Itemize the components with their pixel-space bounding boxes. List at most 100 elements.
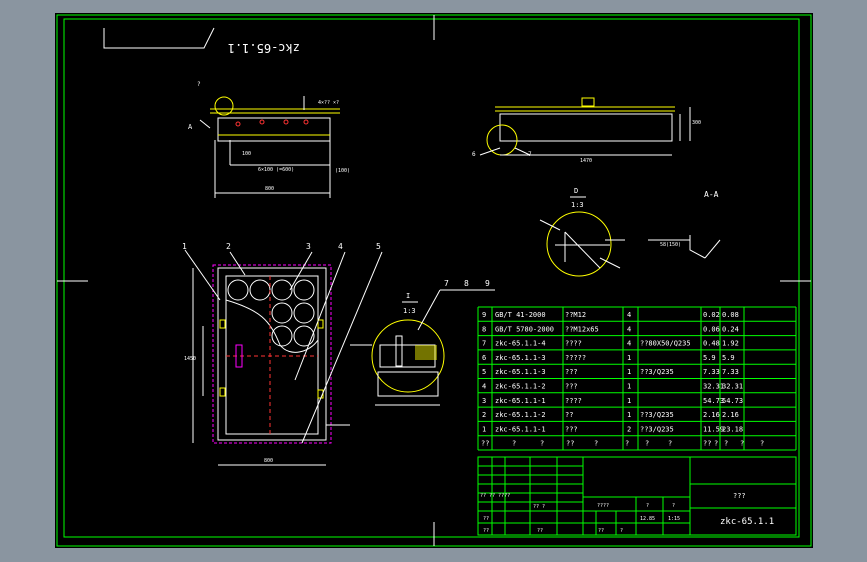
- bom-cell-total: 32.31: [722, 383, 743, 391]
- bom-cell-unit: 32.31: [703, 383, 724, 391]
- dim-label: 300: [692, 120, 701, 126]
- bom-header-cell: ?: [645, 440, 649, 448]
- bom-cell-no: 4: [482, 383, 486, 391]
- title-label: ?? ?? ????: [480, 493, 510, 499]
- bom-cell-qty: 1: [627, 411, 631, 419]
- bom-cell-code: zkc-65.1.1-2: [495, 411, 546, 419]
- detail-scale: 1:3: [403, 307, 416, 315]
- callout: 5: [376, 242, 381, 251]
- bom-cell-unit: 7.33: [703, 368, 720, 376]
- bom-cell-qty: 2: [627, 425, 631, 433]
- dim-label: 100: [242, 151, 251, 157]
- title-small: 1:15: [668, 516, 680, 522]
- bom-cell-no: 9: [482, 311, 486, 319]
- bom-cell-no: 3: [482, 397, 486, 405]
- callout: 1: [182, 242, 187, 251]
- bom-cell-qty: 4: [627, 311, 631, 319]
- bom-cell-code: zkc-65.1.1-3: [495, 368, 546, 376]
- dim-label: 6×100 (=600): [258, 167, 294, 173]
- title-block: ??? zkc-65.1.1 ?? ?? ???? ?? ? ?? ?? ?? …: [477, 456, 797, 536]
- bom-cell-qty: 1: [627, 397, 631, 405]
- bom-cell-name: ??: [565, 411, 573, 419]
- bom-header-cell: ?: [724, 440, 728, 448]
- bom-cell-unit: 54.73: [703, 397, 724, 405]
- bom-cell-no: 8: [482, 325, 486, 333]
- bom-header-cell: ??: [566, 440, 574, 448]
- section-label: A-A: [704, 190, 719, 199]
- bom-cell-total: 54.73: [722, 397, 743, 405]
- detail-label: D: [574, 187, 578, 195]
- title-label: ??: [483, 528, 489, 534]
- bom-cell-no: 1: [482, 425, 486, 433]
- bom-cell-total: 0.08: [722, 311, 739, 319]
- title-label: ?? ?: [533, 504, 545, 510]
- bom-cell-name: ??M12x65: [565, 325, 599, 333]
- dim-label: 4×?? ×?: [318, 100, 339, 106]
- dim-label: 6: [472, 151, 476, 158]
- bom-cell-unit: 0.48: [703, 340, 720, 348]
- title-label: ??: [483, 516, 489, 522]
- callout: 7: [444, 279, 449, 288]
- bom-cell-name: ???: [565, 368, 578, 376]
- bom-header-cell: ?: [740, 440, 744, 448]
- bom-cell-unit: 0.06: [703, 325, 720, 333]
- title-small: ????: [597, 503, 609, 509]
- bom-cell-name: ???: [565, 383, 578, 391]
- top-left-view: ? A 4×?? ×? 100 (100) 6×100 (=600) 800: [188, 81, 350, 198]
- dim-label: 1450: [184, 356, 196, 362]
- bom-cell-qty: 1: [627, 383, 631, 391]
- header-tag: zkc-65.1.1: [228, 41, 300, 55]
- bom-header-cell: ?: [668, 440, 672, 448]
- dim-label: ?: [197, 81, 201, 88]
- bom-cell-unit: 11.59: [703, 425, 724, 433]
- callout: 2: [226, 242, 231, 251]
- bom-cell-code: zkc-65.1.1-1: [495, 425, 546, 433]
- bom-cell-code: zkc-65.1.1-1: [495, 397, 546, 405]
- title-small: 12.85: [640, 516, 655, 522]
- bom-header-cell: ?: [512, 440, 516, 448]
- bom-header-cell: ?: [594, 440, 598, 448]
- bom-cell-material: ??3/Q235: [640, 425, 674, 433]
- bom-cell-name: ????: [565, 397, 582, 405]
- title-label: ??: [537, 528, 543, 534]
- bom-cell-code: GB/T 41-2000: [495, 311, 546, 319]
- part-name: ???: [733, 492, 746, 500]
- bom-cell-code: GB/T 5780-2000: [495, 325, 554, 333]
- callout: 4: [338, 242, 343, 251]
- bom-cell-name: ???: [565, 425, 578, 433]
- title-small: ?: [672, 503, 675, 509]
- bom-cell-no: 6: [482, 354, 486, 362]
- bom-cell-material: ??3/Q235: [640, 368, 674, 376]
- bom-cell-material: ??80X50/Q235: [640, 340, 691, 348]
- bom-header-cell: ?: [714, 440, 718, 448]
- bom-cell-code: zkc-65.1.1-4: [495, 340, 546, 348]
- bom-cell-name: ????: [565, 340, 582, 348]
- bom-cell-code: zkc-65.1.1-2: [495, 383, 546, 391]
- bom-header-cell: ??: [481, 440, 489, 448]
- detail-scale: 1:3: [571, 201, 584, 209]
- dim-label: (100): [335, 168, 350, 174]
- callout: 3: [306, 242, 311, 251]
- bom-cell-no: 7: [482, 340, 486, 348]
- bom-cell-qty: 4: [627, 340, 631, 348]
- dim-label: 800: [264, 458, 273, 464]
- bom-cell-total: 1.92: [722, 340, 739, 348]
- bom-header-cell: ?: [760, 440, 764, 448]
- title-small: ??: [598, 528, 604, 534]
- dim-label: 800: [265, 186, 274, 192]
- bom-header-cell: ?: [540, 440, 544, 448]
- dim-label: A: [188, 123, 193, 131]
- bom-cell-no: 2: [482, 411, 486, 419]
- bom-cell-name: ?????: [565, 354, 586, 362]
- header-tag-box: [103, 27, 215, 49]
- dim-label: 7: [528, 151, 532, 158]
- section-dim: 58(150): [660, 242, 681, 248]
- bom-cell-total: 7.33: [722, 368, 739, 376]
- bom-cell-code: zkc-65.1.1-3: [495, 354, 546, 362]
- detail-label: I: [406, 292, 410, 300]
- bom-cell-total: 0.24: [722, 325, 739, 333]
- paper: [55, 13, 813, 548]
- title-small: ?: [620, 528, 623, 534]
- bom-cell-name: ??M12: [565, 311, 586, 319]
